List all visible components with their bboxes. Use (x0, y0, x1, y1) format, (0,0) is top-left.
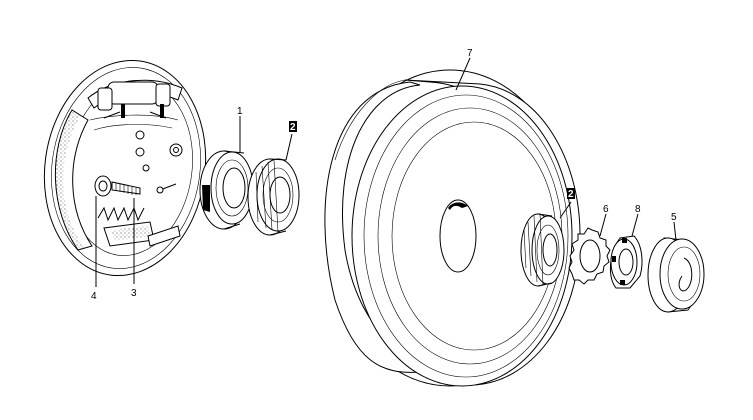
callout-leader-2a (285, 133, 293, 161)
tab-washer (568, 227, 611, 285)
castellated-hub-nut (610, 235, 643, 289)
callout-label-3: 3 (131, 288, 137, 299)
callout-label-8: 8 (635, 204, 641, 215)
inner-tapered-roller-bearing (520, 213, 565, 287)
callout-label-2a: 2 (290, 122, 296, 133)
hub-grease-cap (647, 237, 705, 313)
callout-label-5: 5 (671, 212, 677, 223)
brake-backing-plate-assembly (43, 59, 207, 287)
tapered-roller-bearing (247, 158, 300, 236)
callout-box-2b (567, 188, 575, 199)
callout-label-4: 4 (91, 291, 97, 302)
callout-leader-2b (559, 201, 572, 219)
callout-box-2a (289, 121, 297, 132)
callout-label-2b: 2 (568, 189, 574, 200)
outer-bearing-race (199, 150, 254, 230)
callout-leader-8 (631, 213, 639, 237)
callout-label-6: 6 (603, 204, 609, 215)
callout-label-1: 1 (237, 106, 243, 117)
callout-label-7: 7 (467, 48, 473, 59)
brake-drum (324, 69, 581, 387)
callout-leader-6 (599, 213, 607, 237)
callout-leader-5 (673, 221, 677, 241)
callout-leader-7 (455, 57, 471, 91)
